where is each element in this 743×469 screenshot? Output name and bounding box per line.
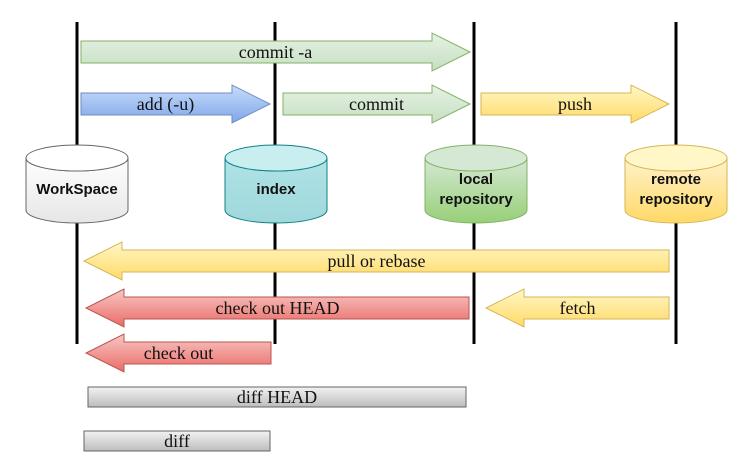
command-diff-head: diff HEAD [87, 386, 467, 408]
location-label-index: index [256, 181, 296, 198]
cylinder-top-remote [624, 144, 728, 172]
location-index: index [224, 144, 328, 224]
cylinder-top-workspace [25, 144, 129, 172]
command-commit-a: commit -a [80, 32, 472, 72]
command-diff: diff [83, 430, 271, 452]
command-pull-or-rebase: pull or rebase [82, 241, 670, 281]
command-label-commit-a: commit -a [239, 42, 312, 62]
location-label-remote-line-1: remote [651, 171, 701, 188]
location-label-local-line-1: local [459, 171, 493, 188]
locations-layer: WorkSpace index local repository remote repos… [25, 144, 728, 224]
command-label-commit: commit [349, 94, 404, 114]
command-bar-diff [83, 430, 271, 452]
command-bar-diff-head [87, 386, 467, 408]
command-arrow-pull-or-rebase [82, 241, 670, 281]
command-arrow-checkout-head [84, 288, 470, 328]
command-fetch: fetch [484, 288, 670, 328]
command-arrow-push [480, 84, 671, 124]
command-commit: commit [282, 84, 472, 124]
cylinder-top-local [424, 144, 528, 172]
command-arrow-commit-a [80, 32, 472, 72]
location-label-remote-line-2: repository [639, 191, 713, 208]
location-label-workspace: WorkSpace [36, 181, 117, 198]
command-label-diff-head: diff HEAD [237, 387, 317, 407]
location-label-local-line-2: repository [439, 191, 513, 208]
command-label-checkout: check out [144, 343, 213, 363]
command-checkout: check out [84, 333, 272, 373]
command-arrow-add [80, 84, 272, 124]
location-remote: remote repository [624, 144, 728, 224]
location-workspace: WorkSpace [25, 144, 129, 224]
cylinder-top-index [224, 144, 328, 172]
commands-layer: commit -a add (-u) commit push pull or rebas… [80, 32, 671, 452]
command-label-diff: diff [164, 431, 190, 451]
command-checkout-head: check out HEAD [84, 288, 470, 328]
lanes [75, 22, 678, 344]
location-local: local repository [424, 144, 528, 224]
command-arrow-fetch [484, 288, 670, 328]
command-push: push [480, 84, 671, 124]
command-arrow-checkout [84, 333, 272, 373]
command-label-add: add (-u) [137, 94, 194, 115]
command-label-checkout-head: check out HEAD [216, 298, 340, 318]
command-label-push: push [558, 94, 592, 114]
command-add: add (-u) [80, 84, 272, 124]
command-arrow-commit [282, 84, 472, 124]
command-label-pull-or-rebase: pull or rebase [328, 251, 426, 271]
command-label-fetch: fetch [560, 298, 596, 318]
